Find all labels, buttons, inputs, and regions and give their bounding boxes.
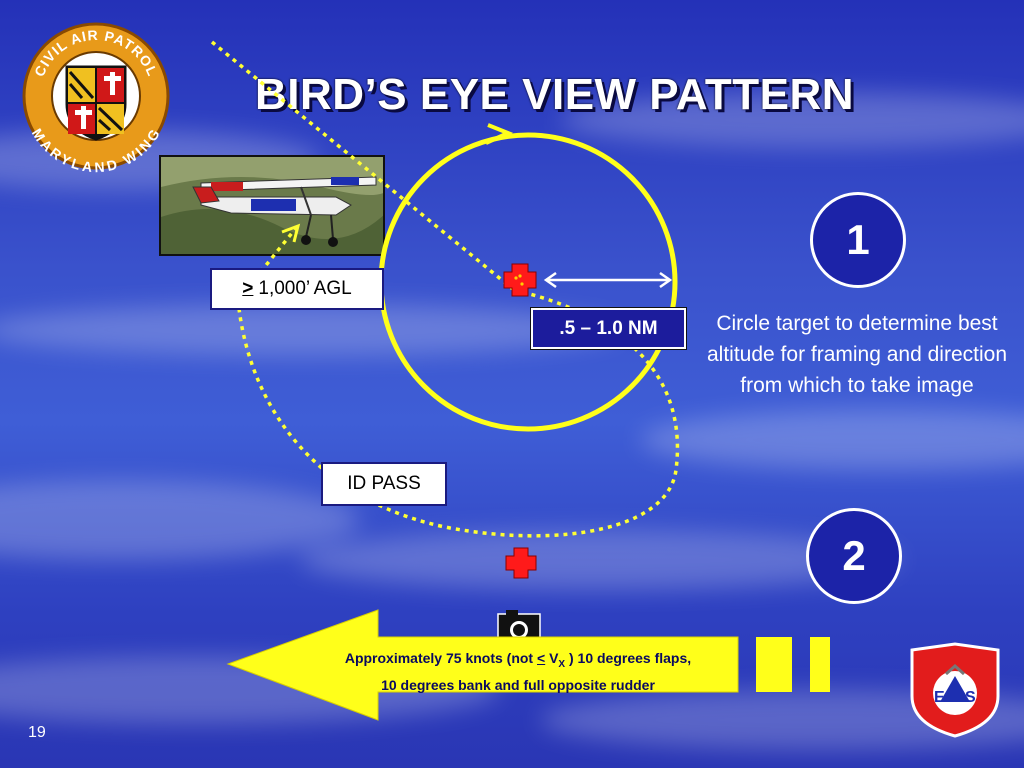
target-cross-icon [503, 263, 537, 297]
step-badge-2: 2 [806, 508, 902, 604]
svg-text:S: S [965, 689, 976, 706]
trail-bar [810, 637, 830, 692]
emergency-services-logo: E S [910, 642, 1000, 738]
svg-text:CIVIL AIR PATROL: CIVIL AIR PATROL [31, 27, 161, 79]
altitude-text: 1,000’ AGL [258, 278, 352, 299]
orbit-circle [378, 132, 678, 432]
camera-icon [497, 610, 541, 645]
altitude-label: > 1,000’ AGL [210, 268, 384, 310]
step-1-description: Circle target to determine best altitude… [707, 312, 1007, 397]
arrow-note-line-1: Approximately 75 knots (not < VX ) 10 de… [344, 650, 692, 670]
slide-title: BIRD’S EYE VIEW PATTERN [255, 70, 855, 119]
arrow-note: Approximately 75 knots (not < VX ) 10 de… [300, 648, 736, 695]
trail-bar [756, 637, 792, 692]
svg-text:MARYLAND WING: MARYLAND WING [29, 126, 163, 176]
arrow-note-line-2: 10 degrees bank and full opposite rudder [381, 676, 655, 693]
orbit-arrowhead [485, 123, 514, 145]
aircraft-photo [159, 155, 385, 256]
page-number: 19 [28, 724, 46, 741]
id-pass-label: ID PASS [321, 462, 447, 506]
target-cross-icon [505, 547, 537, 579]
aircraft-illustration [161, 157, 383, 254]
step-badge-1: 1 [810, 192, 906, 288]
altitude-symbol: > [242, 278, 254, 299]
svg-text:E: E [934, 689, 945, 706]
distance-label: .5 – 1.0 NM [530, 307, 687, 350]
